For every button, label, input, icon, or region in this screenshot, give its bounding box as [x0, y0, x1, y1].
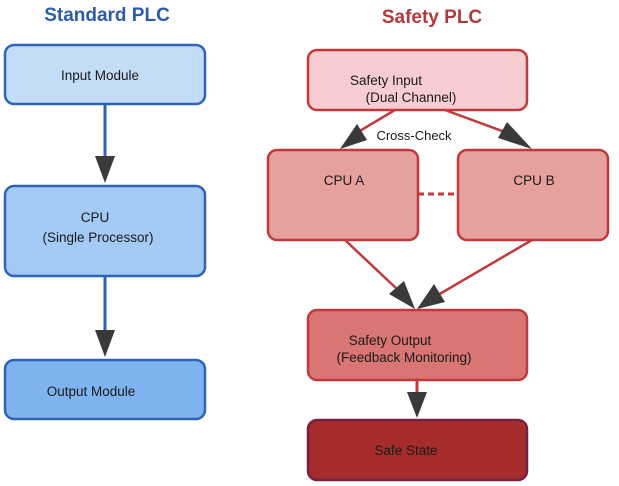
safe-state-box [306, 418, 529, 482]
node-cpu: CPU (Single Processor) [3, 184, 207, 278]
standard-plc-title: Standard PLC [44, 5, 170, 26]
cpu-label-line1: CPU [81, 210, 110, 225]
arrowhead-cpu-b-to-output [417, 284, 445, 309]
arrowhead-input-to-cpu [95, 156, 115, 183]
node-safe-state: Safe State [306, 418, 529, 482]
safety-edges [340, 108, 533, 418]
cpu-b-box [456, 148, 610, 242]
edge-cpu-b-to-output [437, 238, 533, 297]
node-output-module: Output Module [3, 358, 207, 421]
node-cpu-a: CPU A [266, 148, 420, 242]
safety-plc-title: Safety PLC [382, 7, 483, 28]
cpu-b-label: CPU B [513, 173, 554, 188]
safety-output-label-line2: (Feedback Monitoring) [336, 350, 471, 365]
cpu-a-box [266, 148, 420, 242]
edge-safety-input-to-cpu-b [444, 108, 514, 137]
edge-cpu-a-to-output [344, 239, 399, 291]
safe-state-label: Safe State [374, 443, 437, 458]
cpu-a-label: CPU A [324, 173, 365, 188]
safety-output-box [306, 308, 529, 382]
arrowhead-to-cpu-b [498, 122, 532, 149]
arrowhead-cpu-to-output [95, 330, 115, 357]
output-module-label: Output Module [47, 384, 136, 399]
safety-input-label-line2: (Dual Channel) [366, 90, 457, 105]
cpu-label-line2: (Single Processor) [42, 230, 153, 245]
safety-output-label-line1: Safety Output [349, 333, 432, 348]
node-safety-output: Safety Output (Feedback Monitoring) [306, 308, 529, 382]
arrowhead-to-cpu-a [340, 124, 367, 149]
input-module-label: Input Module [61, 68, 139, 83]
cross-check-label: Cross-Check [376, 128, 452, 143]
safety-input-box [306, 48, 529, 112]
output-module-box [3, 358, 207, 421]
safety-input-label-line1: Safety Input [350, 73, 422, 88]
cpu-box [3, 184, 207, 278]
standard-edges [95, 104, 115, 357]
arrowhead-output-to-safe-state [407, 392, 427, 418]
node-input-module: Input Module [3, 43, 207, 106]
node-safety-input: Safety Input (Dual Channel) [306, 48, 529, 112]
arrowhead-cpu-a-to-output [389, 281, 415, 309]
node-cpu-b: CPU B [456, 148, 610, 242]
input-module-box [3, 43, 207, 106]
